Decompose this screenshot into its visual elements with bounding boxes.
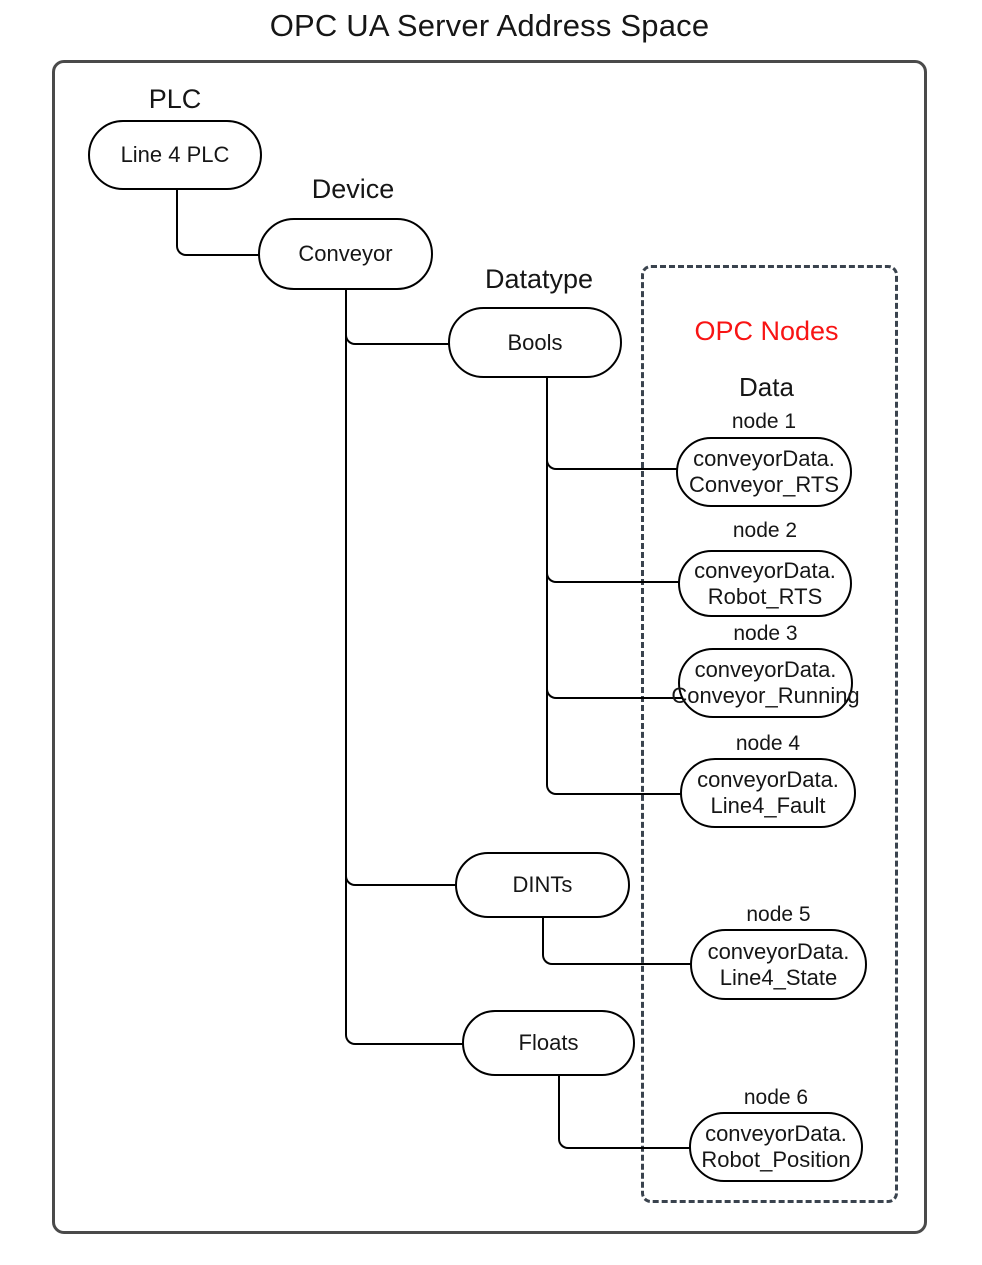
category-label-device: Device [311, 174, 395, 204]
connector-conveyor-to-floats [345, 290, 464, 1045]
opc-nodes-box-subtitle: Data [739, 372, 794, 402]
opc-nodes-box [641, 265, 898, 1203]
node3-caption: node 3 [733, 622, 798, 645]
category-label-plc: PLC [148, 84, 202, 114]
node6-caption: node 6 [743, 1086, 809, 1109]
node-dints-label: DINTs [512, 872, 573, 897]
node-floats: Floats [462, 1010, 635, 1076]
node-conveyor: Conveyor [258, 218, 433, 290]
node3-line1: conveyorData. [694, 657, 837, 682]
node-line4-plc-label: Line 4 PLC [120, 142, 230, 167]
node-bools: Bools [448, 307, 622, 378]
node5-line1: conveyorData. [707, 938, 850, 964]
category-label-datatype: Datatype [484, 264, 594, 294]
node1-pill: conveyorData. Conveyor_RTS [676, 437, 852, 507]
node2-pill: conveyorData. Robot_RTS [678, 550, 852, 617]
node2-line1: conveyorData. [694, 557, 836, 583]
address-space-frame [52, 60, 927, 1234]
node-dints: DINTs [455, 852, 630, 918]
node6-line1: conveyorData. [705, 1121, 847, 1146]
opc-nodes-box-title: OPC Nodes [694, 316, 839, 346]
connector-bools-to-node4 [546, 378, 689, 795]
node4-line2: Line4_Fault [710, 793, 826, 818]
node4-pill: conveyorData. Line4_Fault [680, 758, 856, 828]
node6-pill: conveyorData. Robot_Position [689, 1112, 863, 1182]
node-floats-label: Floats [518, 1030, 579, 1055]
node3-pill: conveyorData. Conveyor_Running [671, 648, 860, 718]
node2-caption: node 2 [732, 519, 798, 542]
diagram-title: OPC UA Server Address Space [269, 8, 710, 43]
node1-line1: conveyorData. [693, 446, 835, 471]
node5-pill: conveyorData. Line4_State [690, 929, 867, 1000]
node3-line2: Conveyor_Running [671, 683, 860, 708]
connector-floats-to-node6 [558, 1076, 696, 1149]
node6-line2: Robot_Position [701, 1147, 851, 1172]
node4-caption: node 4 [735, 732, 801, 755]
node5-line2: Line4_State [719, 964, 838, 990]
connector-dints-to-node5 [542, 918, 697, 965]
node-bools-label: Bools [507, 329, 563, 355]
node2-line2: Robot_RTS [707, 583, 823, 609]
node1-line2: Conveyor_RTS [689, 472, 839, 497]
node4-line1: conveyorData. [697, 767, 839, 792]
node5-caption: node 5 [746, 903, 811, 926]
connector-plc-to-conveyor [176, 190, 260, 256]
node-conveyor-label: Conveyor [298, 241, 393, 266]
node1-caption: node 1 [731, 410, 797, 433]
node-line4-plc: Line 4 PLC [88, 120, 262, 190]
